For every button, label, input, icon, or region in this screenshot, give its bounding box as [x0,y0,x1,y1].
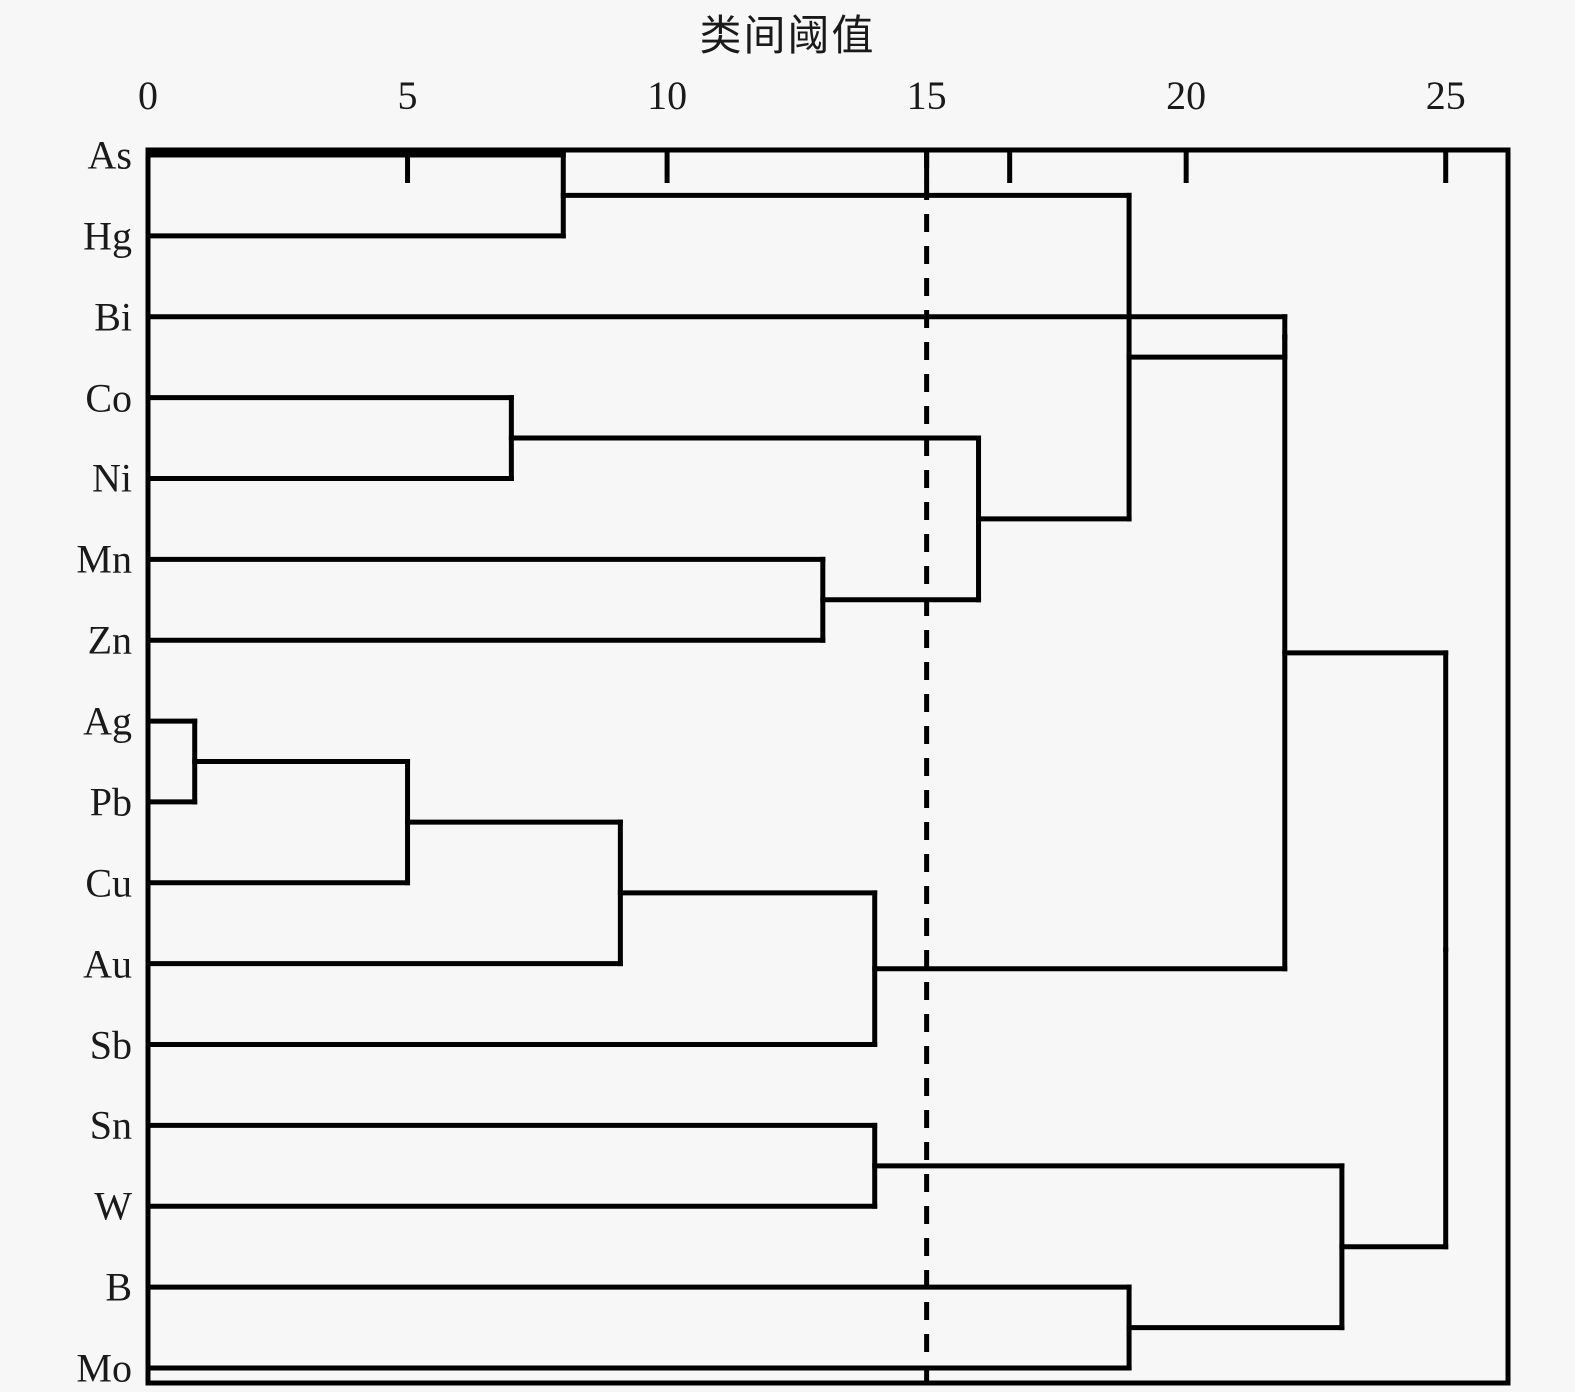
leaf-label-cu: Cu [85,860,132,906]
x-tick-label-20: 20 [1166,73,1207,118]
leaf-label-au: Au [83,941,132,987]
leaf-label-sb: Sb [89,1022,132,1068]
leaf-label-co: Co [85,375,132,421]
leaf-label-pb: Pb [89,779,132,825]
chart-title: 类间阈值 [699,14,876,60]
leaf-label-zn: Zn [87,617,132,663]
leaf-label-w: W [94,1183,132,1229]
x-tick-label-10: 10 [647,73,688,118]
leaf-label-ni: Ni [92,455,132,501]
leaf-label-hg: Hg [83,213,132,259]
leaf-label-mn: Mn [76,536,132,582]
leaf-label-as: As [87,132,132,178]
leaf-label-sn: Sn [89,1102,132,1148]
x-tick-label-5: 5 [397,73,418,118]
dendrogram-links [145,152,1449,1371]
leaf-label-ag: Ag [83,698,132,744]
x-tick-label-0: 0 [138,73,158,118]
leaf-label-bi: Bi [94,294,132,340]
x-tick-label-15: 15 [906,73,947,118]
x-tick-label-25: 25 [1425,73,1466,118]
plot-frame [145,147,1511,1386]
leaf-label-mo: Mo [76,1345,132,1391]
leaf-label-b: B [105,1264,132,1310]
